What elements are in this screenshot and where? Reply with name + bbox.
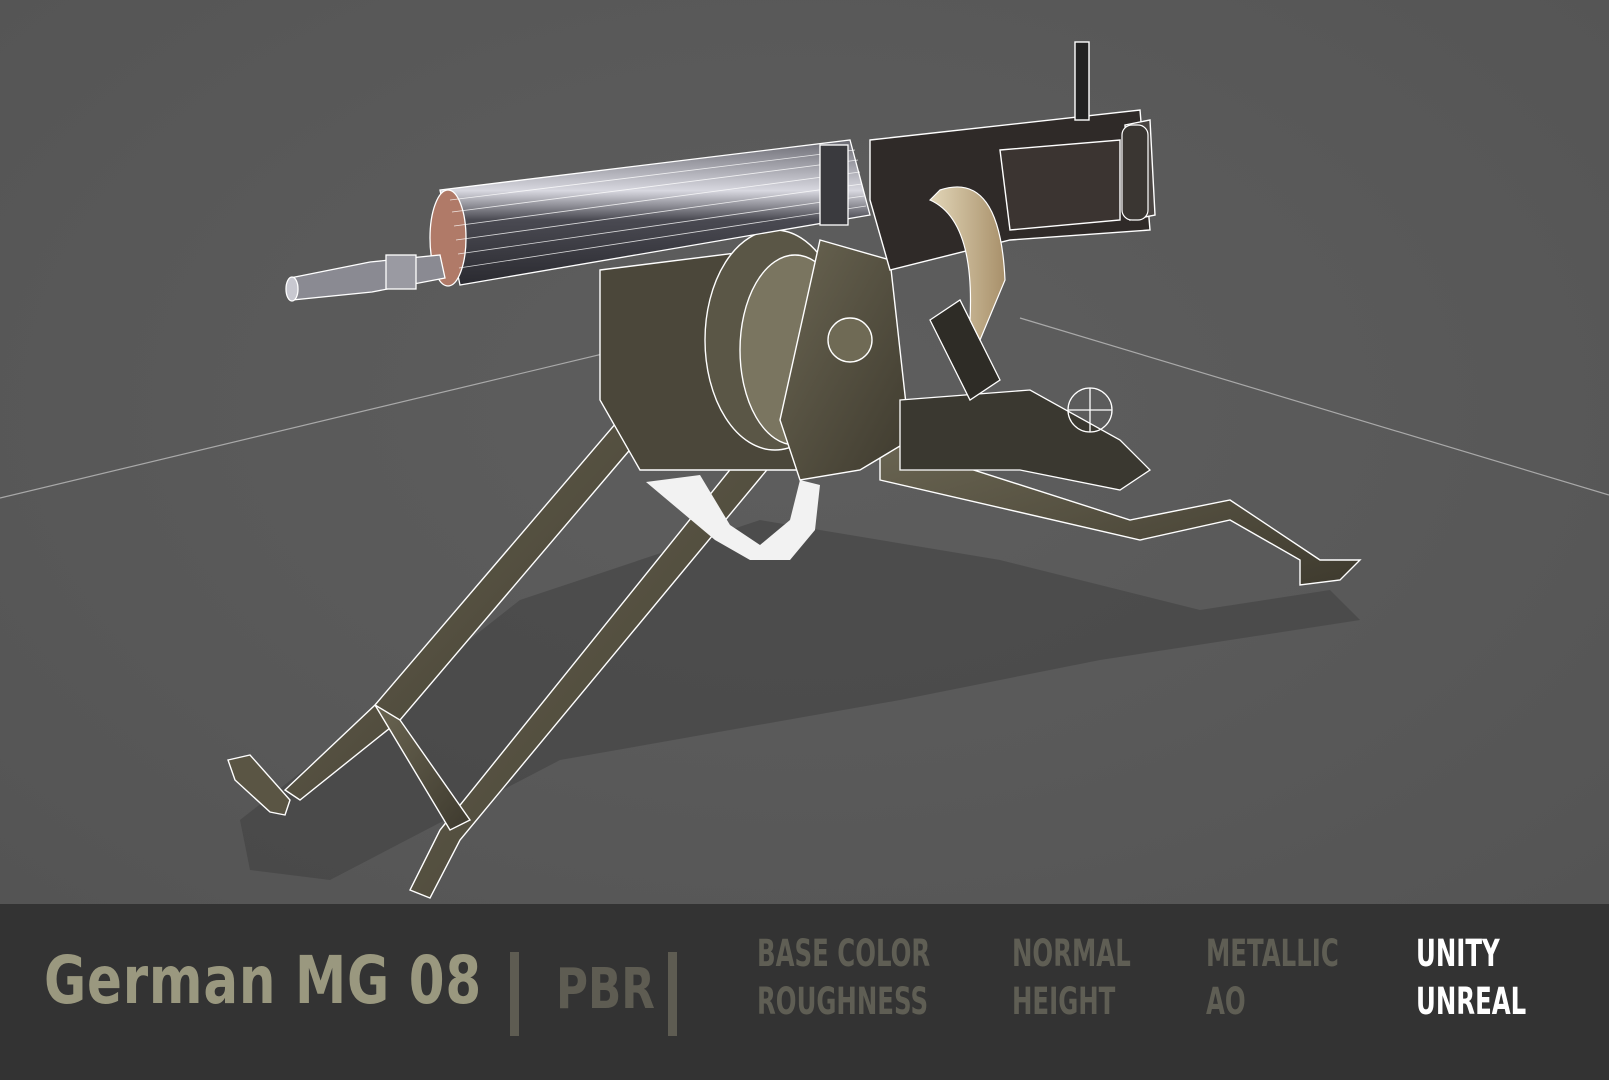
mount-cradle — [599, 229, 911, 481]
texture-maps-column-1: BASE COLOR ROUGHNESS — [757, 930, 930, 1026]
ammo-belt-lower — [646, 475, 820, 560]
engine-support-list: UNITY UNREAL — [1416, 930, 1526, 1026]
texture-map-label: AO — [1206, 980, 1246, 1023]
receiver — [869, 41, 1156, 271]
engine-label: UNREAL — [1416, 980, 1527, 1023]
texture-map-label: NORMAL — [1012, 932, 1131, 975]
info-banner — [0, 904, 1609, 1080]
floor-grid-lines — [0, 317, 1609, 499]
texture-map-label: METALLIC — [1206, 932, 1339, 975]
elevation-mechanism — [899, 299, 1152, 491]
barrel-jacket — [429, 139, 871, 287]
rear-grip — [1121, 124, 1149, 221]
ammo-belt-feed — [928, 186, 1006, 342]
texture-maps-column-3: METALLIC AO — [1206, 930, 1339, 1026]
texture-map-label: ROUGHNESS — [757, 980, 929, 1023]
ground-shadow — [240, 520, 1360, 880]
badge-divider-left — [510, 952, 519, 1036]
texture-maps-column-2: NORMAL HEIGHT — [1012, 930, 1131, 1026]
engine-label: UNITY — [1416, 932, 1500, 975]
texture-map-label: BASE COLOR — [757, 932, 931, 975]
rear-trail-leg — [879, 439, 1362, 586]
texture-map-label: HEIGHT — [1012, 980, 1116, 1023]
product-title: German MG 08 — [44, 942, 482, 1019]
badge-divider-right — [668, 952, 677, 1036]
front-legs — [227, 394, 802, 899]
machine-gun-render — [0, 41, 1609, 899]
pbr-badge: PBR — [556, 957, 655, 1022]
muzzle — [285, 254, 446, 302]
render-viewport — [0, 0, 1609, 904]
